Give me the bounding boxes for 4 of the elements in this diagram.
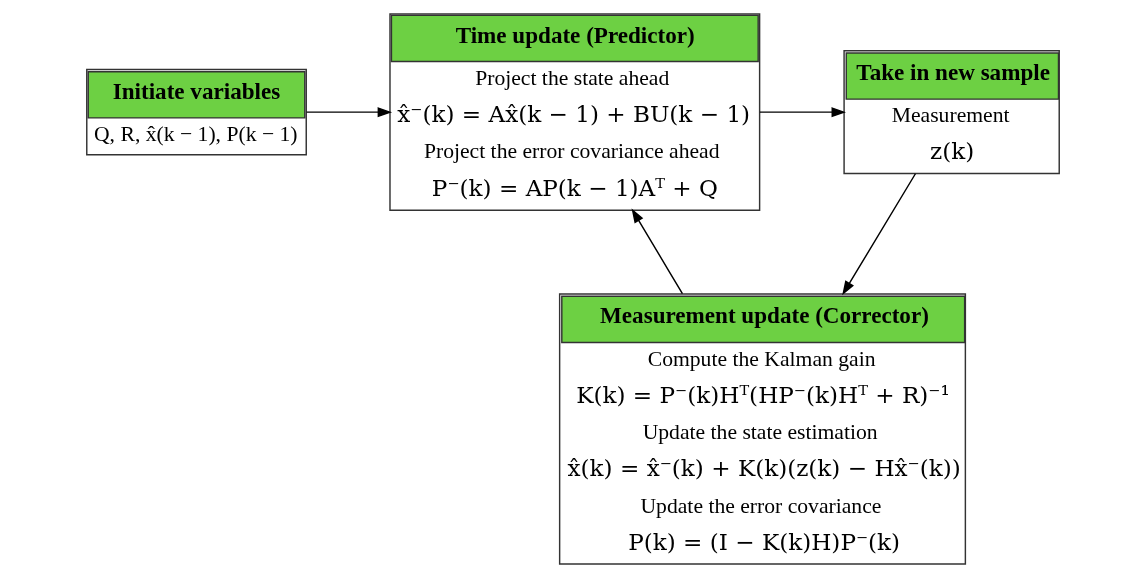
arrow	[305, 107, 392, 118]
arrow	[841, 173, 916, 296]
arrow	[631, 208, 683, 295]
arrow	[758, 107, 846, 118]
